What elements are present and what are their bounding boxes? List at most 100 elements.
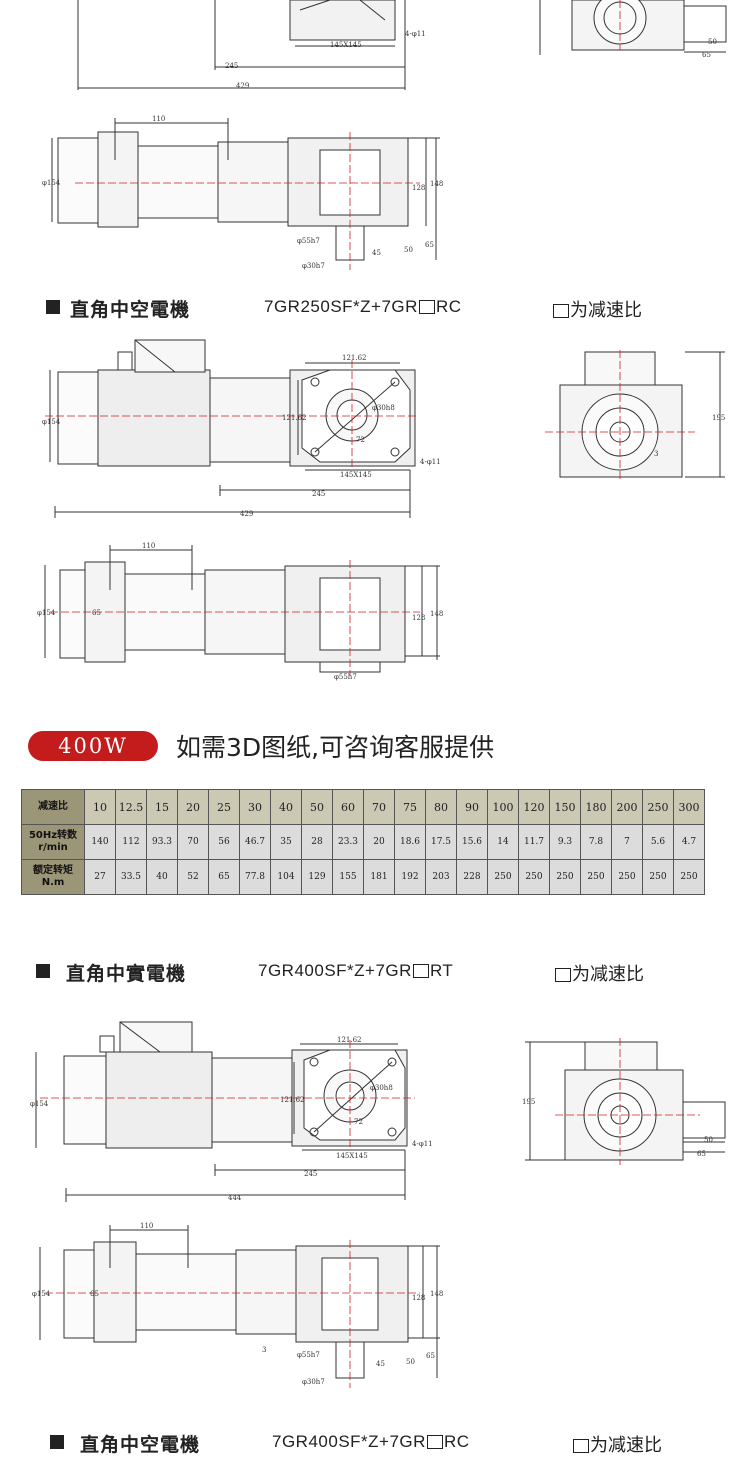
dim-30h7: φ30h7: [302, 1378, 325, 1386]
table-cell: 33.5: [115, 859, 147, 895]
dim-45: 45: [376, 1360, 385, 1368]
dim-121-62-v: 121.62: [280, 1096, 305, 1104]
table-cell: 30: [239, 789, 271, 825]
table-cell: 104: [270, 859, 302, 895]
ratio-box-icon: [426, 1435, 443, 1449]
dim-55h7: φ55h7: [297, 1351, 320, 1359]
dim-154-side: φ154: [37, 609, 56, 617]
heading-title: 直角中實電機: [66, 963, 187, 985]
table-cell: 90: [456, 789, 488, 825]
table-cell: 28: [301, 824, 333, 860]
dim-flange: 145X145: [336, 1152, 368, 1160]
table-cell: 20: [177, 789, 209, 825]
dim-110: 110: [142, 542, 155, 550]
dim-flange: 145X145: [330, 41, 362, 49]
table-cell: 7: [611, 824, 643, 860]
dim-245: 245: [304, 1170, 317, 1178]
heading-title: 直角中空電機: [80, 1434, 201, 1456]
ratio-box-icon: [555, 968, 571, 982]
table-cell: 250: [673, 859, 705, 895]
table-cell: 15.6: [456, 824, 488, 860]
dim-50: 50: [704, 1136, 713, 1144]
dim-148: 148: [430, 610, 443, 618]
drawing-section-2: φ154 121.62 121.62 φ30h8 72 145X145 4-φ1…: [0, 330, 750, 700]
table-cell: 11.7: [518, 824, 550, 860]
dim-245: 245: [312, 490, 325, 498]
table-cell: 203: [425, 859, 457, 895]
table-cell: 228: [456, 859, 488, 895]
dim-hole: 4-φ11: [420, 458, 441, 466]
dim-65-shaft: 65: [426, 1352, 435, 1360]
dim-195: 195: [712, 414, 725, 422]
table-cell: 40: [146, 859, 178, 895]
dim-72: 72: [356, 436, 365, 444]
table-cell: 5.6: [642, 824, 674, 860]
dim-128: 128: [412, 614, 425, 622]
dim-hole: 4-φ11: [405, 30, 426, 38]
table-cell: 250: [518, 859, 550, 895]
dim-245: 245: [225, 62, 238, 70]
dim-128: 128: [412, 184, 425, 192]
table-cell: 75: [394, 789, 426, 825]
bullet-square: [46, 300, 60, 314]
table-cell: 181: [363, 859, 395, 895]
table-cell: 18.6: [394, 824, 426, 860]
table-cell: 27: [84, 859, 116, 895]
table-cell: 9.3: [549, 824, 581, 860]
table-cell: 250: [549, 859, 581, 895]
dim-128: 128: [412, 1294, 425, 1302]
table-cell: 12.5: [115, 789, 147, 825]
table-cell: 112: [115, 824, 147, 860]
dim-65-side: 65: [90, 1290, 99, 1298]
table-cell: 140: [84, 824, 116, 860]
table-cell: 129: [301, 859, 333, 895]
bullet-square: [36, 964, 50, 978]
table-cell: 10: [84, 789, 116, 825]
banner-text: 如需3D图纸,可咨询客服提供: [176, 733, 495, 762]
dim-3: 3: [262, 1346, 266, 1354]
table-cell: 93.3: [146, 824, 178, 860]
dim-444: 444: [228, 1194, 242, 1202]
table-cell: 120: [518, 789, 550, 825]
table-cell: 77.8: [239, 859, 271, 895]
dim-154: φ154: [30, 1100, 49, 1108]
heading-note: 为减速比: [554, 960, 644, 986]
dim-50: 50: [708, 38, 717, 46]
row-header-unit: N.m: [41, 877, 65, 888]
ratio-box-icon: [553, 304, 569, 318]
heading-note: 为减速比: [572, 1431, 662, 1457]
table-cell: 50: [301, 789, 333, 825]
dim-45: 45: [372, 249, 381, 257]
table-cell: 100: [487, 789, 519, 825]
row-header-label: 额定转矩: [33, 865, 73, 876]
ratio-box-icon: [412, 964, 429, 978]
row-header-unit: r/min: [38, 842, 68, 853]
table-cell: 23.3: [332, 824, 364, 860]
heading-note: 为减速比: [552, 296, 642, 322]
dim-65: 65: [697, 1150, 706, 1158]
table-cell: 35: [270, 824, 302, 860]
table-cell: 250: [642, 859, 674, 895]
table-cell: 300: [673, 789, 705, 825]
row-header-label: 50Hz转数: [28, 830, 78, 841]
drawing-section-1: 245 429 145X145 4-φ11 50 65 110 φ154 φ55…: [0, 0, 750, 290]
dim-148: 148: [430, 1290, 443, 1298]
table-cell: 250: [580, 859, 612, 895]
table-cell: 25: [208, 789, 240, 825]
table-cell: 20: [363, 824, 395, 860]
drawing-section-3: φ154 121.62 121.62 φ30h8 72 145X145 4-φ1…: [0, 1000, 750, 1420]
dim-65b: 65: [425, 241, 434, 249]
table-cell: 46.7: [239, 824, 271, 860]
dim-110: 110: [140, 1222, 153, 1230]
technical-drawing-3: φ154 121.62 121.62 φ30h8 72 145X145 4-φ1…: [30, 1021, 726, 1388]
dim-154: φ154: [42, 179, 61, 187]
table-cell: 150: [549, 789, 581, 825]
power-banner: 400W 如需3D图纸,可咨询客服提供: [0, 726, 750, 766]
